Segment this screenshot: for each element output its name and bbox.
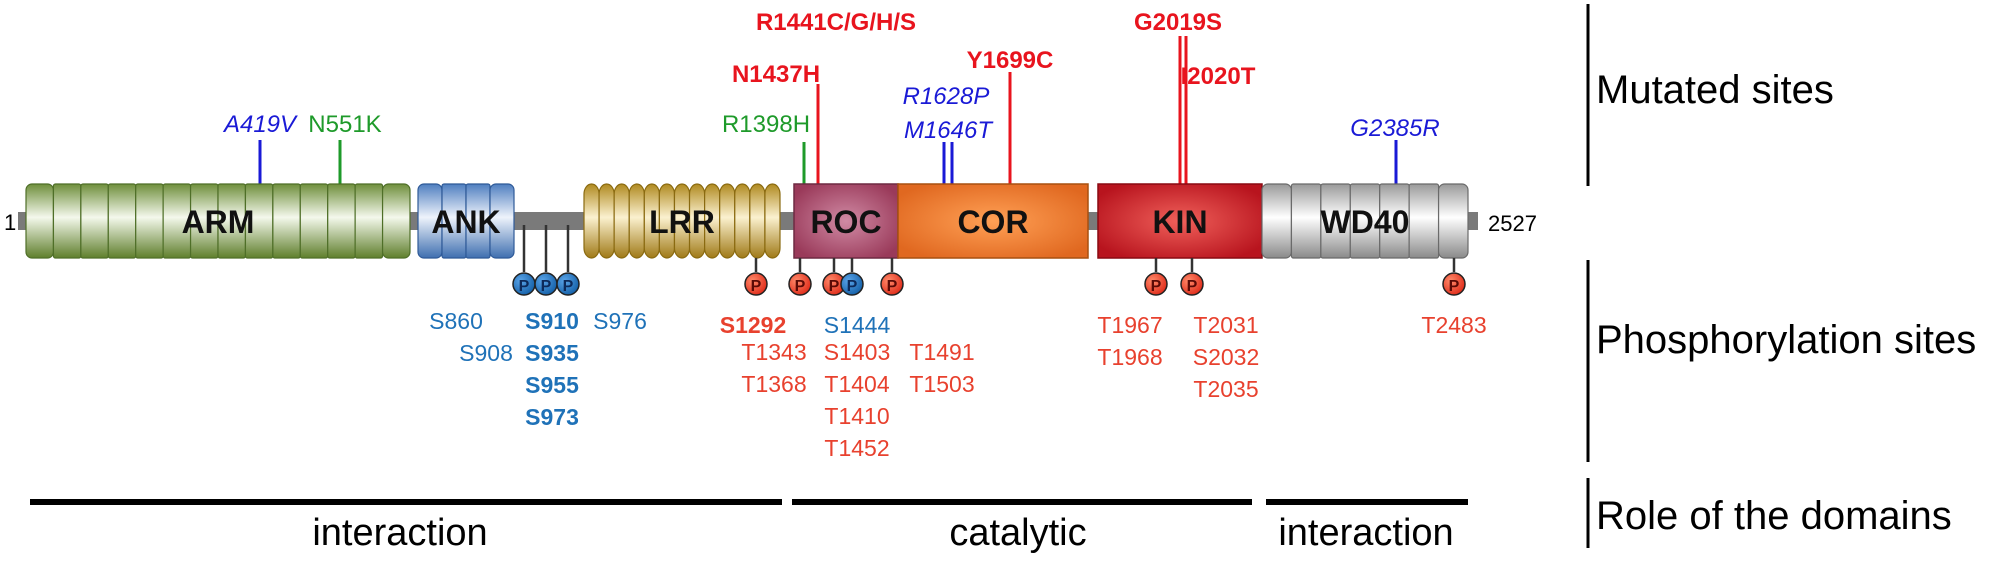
role-label: interaction [312, 512, 487, 554]
role-label: catalytic [949, 512, 1086, 554]
phospho-site-label: T1343 [741, 339, 806, 365]
phospho-marker: P [744, 258, 768, 296]
mutation-label: M1646T [904, 117, 994, 144]
domain-label-kin: KIN [1152, 204, 1207, 240]
svg-text:P: P [829, 278, 840, 295]
phospho-marker: P [1442, 258, 1466, 296]
domain-cor: COR [897, 183, 1089, 259]
domain-label-cor: COR [957, 204, 1028, 240]
mutation-label: I2020T [1181, 63, 1256, 90]
domain-wd40: WD40 [1261, 183, 1469, 259]
phospho-site-label: T2035 [1193, 376, 1258, 402]
svg-text:P: P [1449, 278, 1460, 295]
svg-text:P: P [795, 278, 806, 295]
svg-text:P: P [519, 278, 530, 295]
domain-label-wd40: WD40 [1321, 204, 1410, 240]
mutation-label: N1437H [732, 61, 820, 88]
phospho-site-label: S976 [593, 308, 647, 334]
mutation-label: G2385R [1350, 115, 1439, 142]
svg-text:P: P [847, 278, 858, 295]
phospho-marker: P [822, 258, 846, 296]
phospho-site-label: T1503 [909, 371, 974, 397]
phospho-site-label: T1491 [909, 339, 974, 365]
phospho-site-label: T2031 [1193, 312, 1258, 338]
phospho-marker: P [512, 225, 536, 296]
phospho-marker: P [788, 258, 812, 296]
phospho-site-label: S935 [525, 340, 579, 366]
svg-text:P: P [1187, 278, 1198, 295]
row-label-phosphorylation-sites: Phosphorylation sites [1596, 318, 1977, 362]
phospho-site-label: S908 [459, 340, 513, 366]
row-label-role-of-domains: Role of the domains [1596, 494, 1952, 538]
protein-start-label: 1 [4, 210, 16, 235]
svg-text:P: P [563, 278, 574, 295]
phospho-marker: P [556, 225, 580, 296]
domain-label-ank: ANK [431, 204, 500, 240]
phospho-site-label: T1404 [824, 371, 889, 397]
phospho-site-label: T1368 [741, 371, 806, 397]
phospho-site-label: T1452 [824, 435, 889, 461]
phospho-site-label: T1968 [1097, 344, 1162, 370]
phospho-site-label: S1403 [824, 339, 891, 365]
protein-end-label: 2527 [1488, 211, 1537, 236]
domain-lrr: LRR [583, 183, 781, 259]
phospho-marker: P [534, 225, 558, 296]
row-label-mutated-sites: Mutated sites [1596, 68, 1834, 112]
mutation-label: Y1699C [967, 47, 1054, 74]
svg-text:P: P [887, 278, 898, 295]
phospho-marker: P [1144, 258, 1168, 296]
domain-label-roc: ROC [810, 204, 881, 240]
phospho-marker: P [1180, 258, 1204, 296]
phospho-marker: P [880, 258, 904, 296]
phospho-site-label: S910 [525, 308, 579, 334]
domain-label-arm: ARM [182, 204, 255, 240]
phospho-site-label: S1292 [720, 312, 787, 338]
domain-arm: ARM [25, 183, 411, 259]
phospho-site-label: T1967 [1097, 312, 1162, 338]
mutation-label: R1398H [722, 111, 810, 138]
domain-label-lrr: LRR [649, 204, 715, 240]
phospho-site-label: S955 [525, 372, 579, 398]
phospho-site-label: T1410 [824, 403, 889, 429]
domain-kin: KIN [1097, 183, 1263, 259]
phospho-marker: P [840, 258, 864, 296]
domain-roc: ROC [793, 183, 899, 259]
svg-text:P: P [541, 278, 552, 295]
phospho-site-label: S860 [429, 308, 483, 334]
svg-text:P: P [751, 278, 762, 295]
phospho-site-label: S1444 [824, 312, 891, 338]
phospho-site-label: S2032 [1193, 344, 1260, 370]
mutation-label: R1628P [903, 83, 990, 110]
mutation-label: R1441C/G/H/S [756, 9, 916, 36]
mutation-label: N551K [308, 111, 381, 138]
phospho-site-label: T2483 [1421, 312, 1486, 338]
svg-text:P: P [1151, 278, 1162, 295]
mutation-label: A419V [222, 111, 298, 138]
role-label: interaction [1278, 512, 1453, 554]
phospho-site-label: S973 [525, 404, 579, 430]
mutation-label: G2019S [1134, 9, 1222, 36]
domain-ank: ANK [417, 183, 515, 259]
